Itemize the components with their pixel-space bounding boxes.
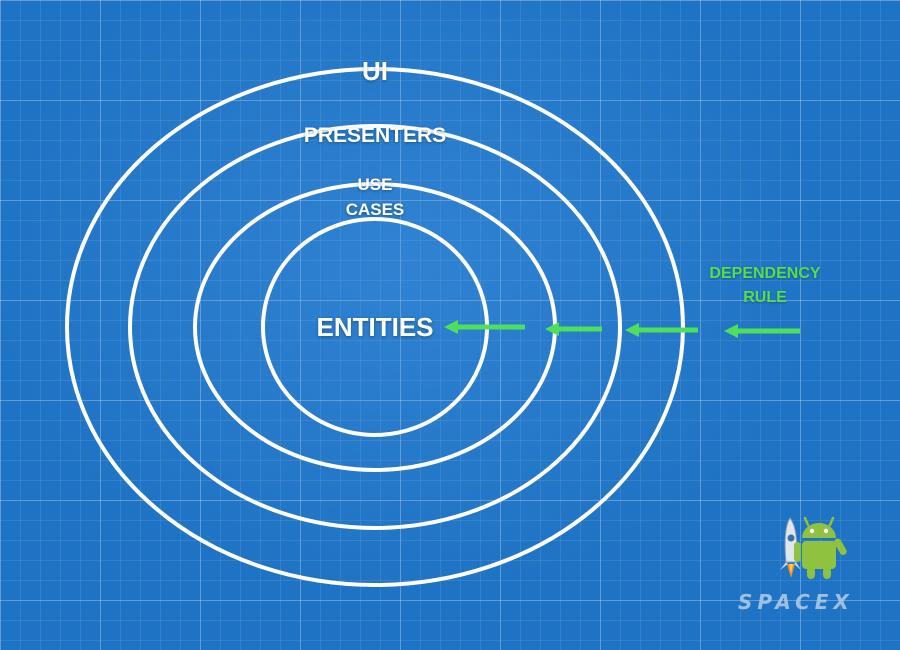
use-cases-layer-label: USE CASES <box>320 172 430 222</box>
spacex-logo: SPACEX <box>738 590 854 614</box>
use-cases-line-1: USE <box>357 175 393 194</box>
dependency-arrow-4 <box>444 320 525 334</box>
dependency-arrow-3 <box>545 322 602 336</box>
presenters-ring <box>128 124 622 530</box>
presenters-layer-label: PRESENTERS <box>303 124 447 147</box>
use-cases-line-2: CASES <box>345 200 405 219</box>
ui-ring <box>65 67 685 587</box>
android-robot-icon <box>780 516 847 579</box>
ui-layer-label: UI <box>362 56 388 86</box>
dependency-arrows <box>444 320 800 338</box>
dependency-rule-line-2: RULE <box>743 289 787 306</box>
dependency-arrow-1 <box>724 324 800 338</box>
dependency-rule-label: DEPENDENCY RULE <box>690 262 840 310</box>
entities-layer-label: ENTITIES <box>316 312 434 342</box>
dependency-rule-line-1: DEPENDENCY <box>709 265 821 282</box>
dependency-arrow-2 <box>625 323 698 337</box>
